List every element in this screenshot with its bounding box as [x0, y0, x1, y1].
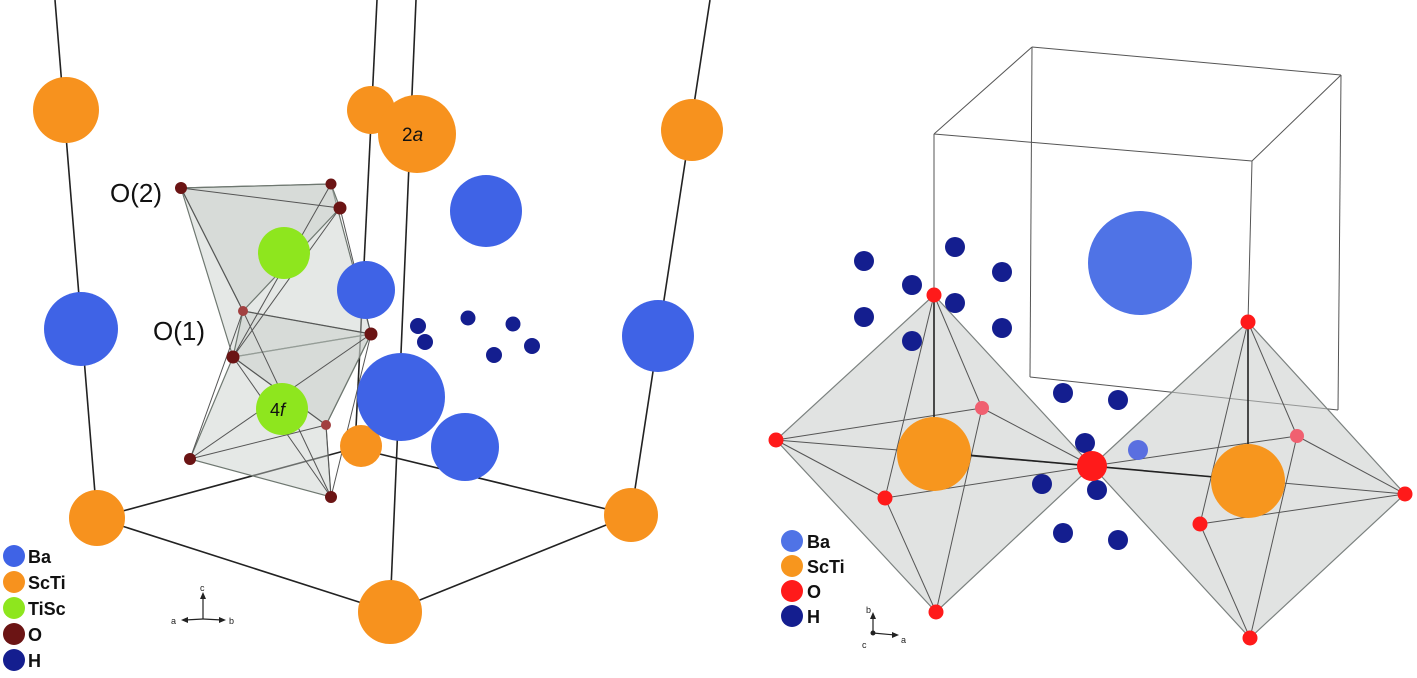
ba-atom-small	[1128, 440, 1148, 460]
scti-atom-2a	[378, 95, 456, 173]
axis-c-label: c	[200, 583, 205, 593]
scti-atom	[661, 99, 723, 161]
legend-swatch	[781, 555, 803, 577]
axis-b-label: b	[866, 605, 871, 615]
label-site-4f: 4f	[270, 400, 287, 420]
axis-a-label: a	[901, 635, 906, 645]
legend-item-h: H	[781, 605, 820, 627]
tisc-atom-4f	[256, 383, 308, 435]
label-o1: O(1)	[153, 316, 205, 346]
axis-b-label: b	[229, 616, 234, 626]
legend-label: ScTi	[28, 573, 66, 593]
legend-swatch	[3, 545, 25, 567]
ba-atom	[357, 353, 445, 441]
ba-atom	[1088, 211, 1192, 315]
right-legend: Ba ScTi O H	[781, 530, 845, 627]
right-panel: Ba ScTi O H b c a	[768, 46, 1413, 650]
ba-atom	[622, 300, 694, 372]
scti-atom	[358, 580, 422, 644]
ba-atom	[431, 413, 499, 481]
scti-atom	[69, 490, 125, 546]
legend-item-ba: Ba	[781, 530, 831, 552]
legend-swatch	[781, 580, 803, 602]
legend-item-o: O	[3, 623, 42, 645]
scti-atom	[33, 77, 99, 143]
ba-atom	[450, 175, 522, 247]
legend-swatch	[3, 649, 25, 671]
scti-atom	[340, 425, 382, 467]
axis-c-label: c	[862, 640, 867, 650]
scti-atom	[1211, 444, 1285, 518]
tisc-atom	[258, 227, 310, 279]
legend-swatch	[3, 623, 25, 645]
h-atom-cluster-right	[854, 237, 1128, 550]
label-site-2a: 2a	[402, 125, 423, 146]
legend-label: ScTi	[807, 557, 845, 577]
left-axes-indicator: c a b	[171, 583, 234, 626]
h-atom-cluster	[410, 310, 540, 363]
legend-swatch	[781, 605, 803, 627]
left-legend: Ba ScTi TiSc O H	[3, 545, 66, 671]
scti-atom	[604, 488, 658, 542]
legend-item-ba: Ba	[3, 545, 52, 567]
legend-item-o: O	[781, 580, 821, 602]
scti-atom	[897, 417, 971, 491]
legend-label: Ba	[807, 532, 831, 552]
legend-label: H	[807, 607, 820, 627]
legend-item-scti: ScTi	[3, 571, 66, 593]
legend-label: O	[28, 625, 42, 645]
legend-item-tisc: TiSc	[3, 597, 66, 619]
o-atoms-right	[768, 287, 1413, 646]
right-axes-indicator: b c a	[862, 605, 906, 650]
axis-a-label: a	[171, 616, 176, 626]
legend-label: O	[807, 582, 821, 602]
legend-swatch	[3, 571, 25, 593]
o-atoms-left	[175, 178, 378, 503]
ba-atom	[44, 292, 118, 366]
legend-label: Ba	[28, 547, 52, 567]
ba-atom	[337, 261, 395, 319]
left-panel: O(2) O(1) 2a 4f Ba ScTi TiSc O	[3, 0, 723, 671]
legend-item-scti: ScTi	[781, 555, 845, 577]
legend-swatch	[3, 597, 25, 619]
legend-label: H	[28, 651, 41, 671]
legend-swatch	[781, 530, 803, 552]
label-o2: O(2)	[110, 178, 162, 208]
legend-label: TiSc	[28, 599, 66, 619]
legend-item-h: H	[3, 649, 41, 671]
